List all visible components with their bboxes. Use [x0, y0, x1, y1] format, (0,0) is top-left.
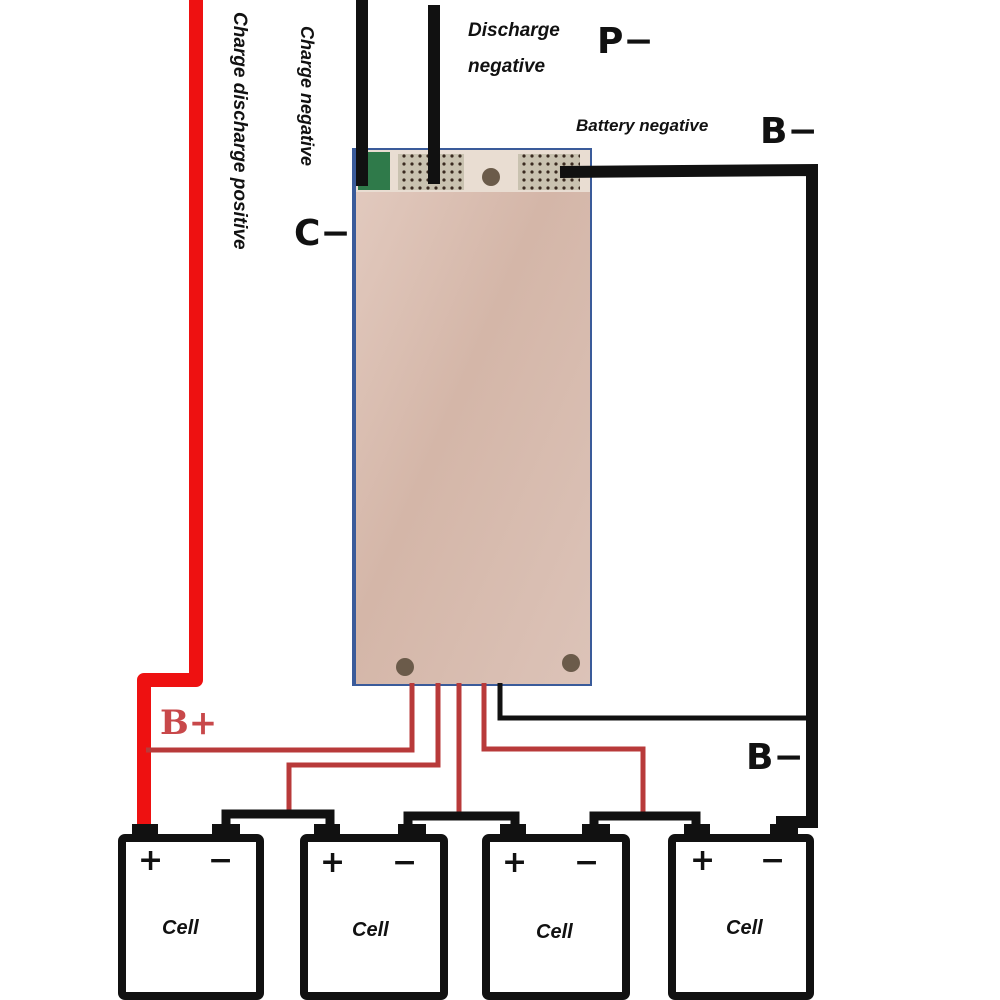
cell-2-label: Cell	[352, 919, 389, 941]
battery-negative-sense-wire	[497, 683, 810, 721]
charge-negative-label: Charge negative	[297, 26, 317, 167]
positive-wire	[137, 0, 203, 837]
discharge-negative-label-line2: negative	[468, 56, 546, 77]
board-surface	[356, 150, 590, 684]
cell-4-minus-sign: −	[760, 843, 786, 878]
bms-board	[352, 148, 592, 686]
top-screw	[482, 168, 500, 186]
cell-2-minus-sign: −	[392, 845, 418, 880]
cell-3-minus-sign: −	[574, 845, 600, 880]
discharge-negative-label-line1: Discharge	[468, 20, 560, 41]
cell-2-body	[300, 834, 448, 1000]
cell-2-plus-sign: +	[320, 845, 346, 880]
bottom-right-screw	[562, 654, 580, 672]
cell-4-body	[668, 834, 814, 1000]
cell-1	[118, 824, 264, 1000]
cell-4-plus-sign: +	[690, 843, 716, 878]
balance-wires	[146, 683, 646, 818]
cell-3-body	[482, 834, 630, 1000]
cell-1-body	[118, 834, 264, 1000]
battery-negative-wire	[559, 163, 818, 834]
cell-1-minus-sign: −	[208, 843, 234, 878]
b-minus-top-label: B−	[760, 111, 818, 152]
b-minus-bottom-label: B−	[746, 737, 804, 778]
cell-1-plus-sign: +	[138, 843, 164, 878]
negative-wires	[356, 0, 440, 186]
c-minus-label: C−	[294, 213, 351, 254]
bottom-left-screw	[396, 658, 414, 676]
series-links	[221, 809, 701, 836]
cell-4-label: Cell	[726, 917, 763, 939]
cell-3-plus-sign: +	[502, 845, 528, 880]
cell-4	[668, 824, 814, 1000]
p-minus-label: P−	[597, 21, 654, 62]
battery-negative-label: Battery negative	[576, 116, 709, 135]
b-plus-label: B+	[160, 703, 218, 743]
charge-discharge-positive-label: Charge discharge positive	[229, 12, 250, 250]
cell-1-label: Cell	[162, 917, 199, 939]
cell-3	[482, 824, 630, 1000]
cell-2	[300, 824, 448, 1000]
cell-3-label: Cell	[536, 921, 573, 943]
